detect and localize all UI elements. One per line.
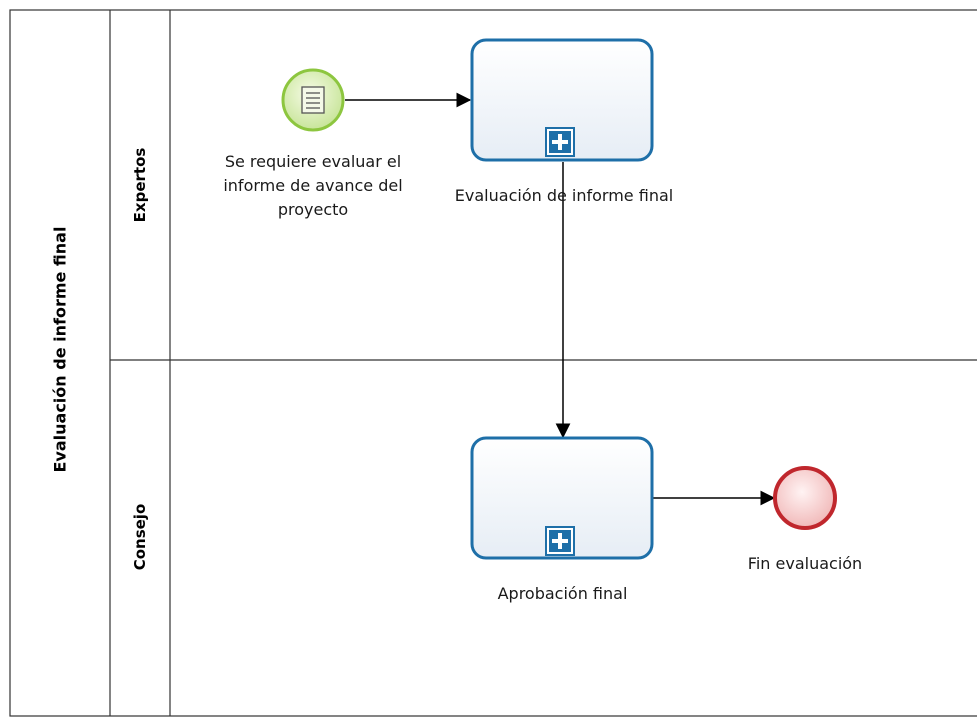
pool[interactable] — [9, 9, 977, 717]
end-event[interactable] — [773, 466, 837, 530]
pool-label: Evaluación de informe final — [50, 226, 70, 473]
message-icon — [301, 86, 325, 114]
plus-marker-icon[interactable] — [545, 526, 575, 556]
task-label-aprobacion: Aprobación final — [497, 584, 628, 603]
start-event-label: Se requiere evaluar el informe de avance… — [223, 152, 403, 219]
task-aprobacion-final[interactable] — [470, 436, 654, 560]
plus-marker-icon[interactable] — [545, 127, 575, 157]
start-event[interactable] — [281, 68, 345, 132]
task-label-evaluacion: Evaluación de informe final — [454, 186, 674, 205]
end-event-label: Fin evaluación — [747, 554, 863, 573]
lane-label-consejo: Consejo — [131, 503, 149, 571]
task-evaluacion-informe-final[interactable] — [470, 38, 654, 162]
lane-label-expertos: Expertos — [131, 147, 149, 223]
